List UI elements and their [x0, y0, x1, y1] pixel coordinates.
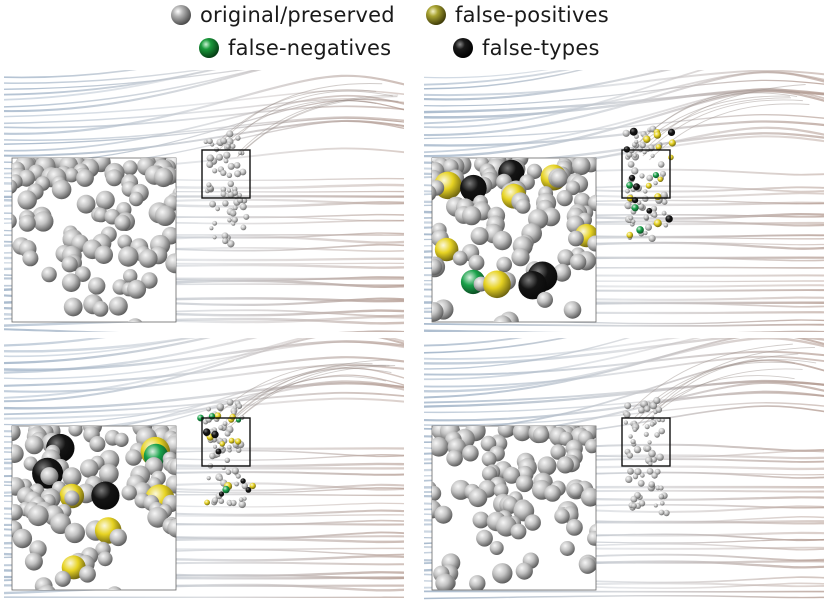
legend-label: false-negatives [228, 36, 392, 60]
panel-bottom-right [424, 338, 824, 600]
legend-item-false-positives: false-positives [425, 3, 609, 27]
legend-item-original-preserved: original/preserved [170, 3, 395, 27]
streamline-render [4, 70, 404, 332]
selection-box [201, 417, 251, 467]
gray-sphere-icon [170, 4, 192, 26]
legend-label: false-types [482, 36, 600, 60]
black-sphere-icon [452, 37, 474, 59]
streamline-render [424, 338, 824, 600]
magnified-inset [431, 425, 597, 591]
streamlines [4, 70, 404, 332]
magnified-inset [11, 425, 177, 591]
legend-label: false-positives [455, 3, 609, 27]
legend-item-false-negatives: false-negatives [198, 36, 391, 60]
selection-box [621, 149, 671, 199]
particle-plume [622, 396, 670, 517]
magnified-inset [11, 157, 177, 323]
green-sphere-icon [198, 37, 220, 59]
legend: original/preserved false-positives false… [0, 0, 826, 66]
yellow-sphere-icon [425, 4, 447, 26]
selection-box [201, 149, 251, 199]
particle-plume [203, 130, 250, 248]
selection-box [621, 417, 671, 467]
particle-plume [622, 125, 676, 242]
legend-item-false-types: false-types [452, 36, 600, 60]
magnified-inset [431, 157, 597, 323]
streamline-render [4, 338, 404, 600]
particle-plume [197, 398, 256, 509]
panel-bottom-left [4, 338, 404, 600]
panel-top-right [424, 70, 824, 332]
legend-label: original/preserved [200, 3, 395, 27]
panel-top-left [4, 70, 404, 332]
streamline-render [424, 70, 824, 332]
